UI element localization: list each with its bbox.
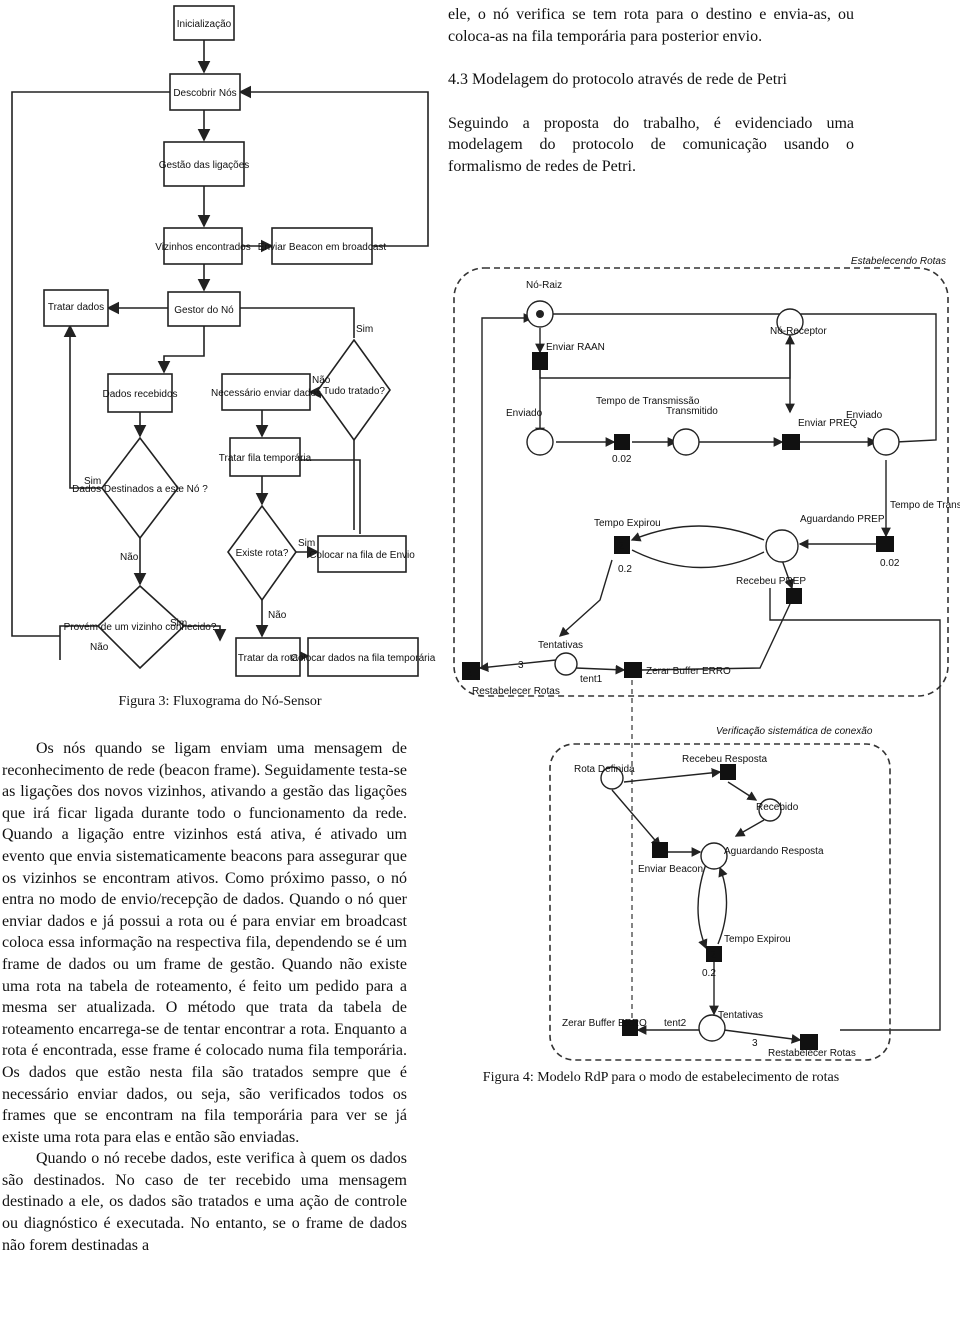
node-tratar-fila: Tratar fila temporária	[219, 453, 312, 464]
label-weight: 2	[618, 541, 624, 552]
node-inicializacao: Inicialização	[177, 19, 232, 30]
node-colocar-fila: Colocar na fila de Envio	[309, 550, 415, 561]
paragraph: Seguindo a proposta do trabalho, é evide…	[448, 114, 854, 175]
label-delay: 0.02	[880, 558, 900, 569]
label-nao: Não	[90, 642, 109, 653]
label-tentativas: Tentativas	[718, 1010, 763, 1021]
label-delay: 0.02	[612, 454, 632, 465]
paragraph: ele, o nó verifica se tem rota para o de…	[448, 6, 854, 45]
label-recebeu-prep: Recebeu PREP	[736, 576, 806, 587]
label-weight: 3	[518, 660, 524, 671]
figure3-flowchart: Inicialização Descobrir Nós Gestão das l…	[11, 5, 436, 677]
figure4-caption: Figura 4: Modelo RdP para o modo de esta…	[482, 1070, 840, 1085]
node-vizinhos: Vizinhos encontrados	[155, 242, 250, 253]
petri-top-title: Estabelecendo Rotas	[851, 256, 946, 267]
paragraph: Quando o nó recebe dados, este verifica …	[2, 1150, 407, 1254]
label-tempo-expirou: Tempo Expirou	[594, 518, 661, 529]
figure3-caption: Figura 3: Fluxograma do Nó-Sensor	[118, 694, 322, 709]
node-destinados: Dados Destinados a este Nó ?	[72, 484, 208, 495]
node-gestao: Gestão das ligações	[159, 160, 250, 171]
section-heading: 4.3 Modelagem do protocolo através de re…	[448, 71, 787, 89]
node-beacon: Enviar Beacon em broadcast	[258, 242, 387, 253]
label-tempo-transmissao: Tempo de Transmissão	[890, 500, 960, 511]
label-recebido: Recebido	[756, 802, 799, 813]
label-aguardando-prep: Aguardando PREP	[800, 514, 885, 525]
label-aguardando-resposta: Aguardando Resposta	[724, 846, 824, 857]
label-weight: 2	[710, 950, 716, 961]
label-tent2: tent2	[664, 1018, 687, 1029]
paragraph: Os nós quando se ligam enviam uma mensag…	[2, 740, 407, 1146]
label-enviado: Enviado	[506, 408, 543, 419]
label-no-receptor: Nó-Receptor	[770, 326, 827, 337]
label-timeout: 0.2	[702, 968, 716, 979]
node-tratar-dados: Tratar dados	[48, 302, 104, 313]
label-sim: Sim	[356, 324, 373, 335]
label-enviado: Enviado	[846, 410, 883, 421]
label-tent1: tent1	[580, 674, 603, 685]
label-nao: Não	[312, 375, 331, 386]
right-column-text: ele, o nó verifica se tem rota para o de…	[448, 4, 854, 178]
node-necessario: Necessário enviar dados	[211, 388, 321, 399]
label-zerar-buffer: Zerar Buffer ERRO	[646, 666, 731, 677]
label-nao: Não	[268, 610, 287, 621]
label-timeout: 0.2	[618, 564, 632, 575]
label-no-raiz: Nó-Raiz	[526, 280, 562, 291]
node-descobrir: Descobrir Nós	[173, 88, 236, 99]
node-tudo-tratado: Tudo tratado?	[323, 386, 385, 397]
label-tempo-expirou: Tempo Expirou	[724, 934, 791, 945]
label-enviar-preq: Enviar PREQ	[798, 418, 858, 429]
label-nao: Não	[120, 552, 139, 563]
label-rota-definida: Rota Definida	[574, 764, 635, 775]
node-colocar-dados: Colocar dados na fila temporária	[291, 653, 436, 664]
label-weight: 3	[752, 1038, 758, 1049]
label-sim: Sim	[298, 538, 315, 549]
node-tratar-rota: Tratar da rota	[238, 653, 299, 664]
label-weight: 2	[466, 668, 472, 679]
label-zerar-buffer: Zerar Buffer ERRO	[562, 1018, 647, 1029]
node-existe-rota: Existe rota?	[236, 548, 289, 559]
label-tentativas: Tentativas	[538, 640, 583, 651]
figure4-petri-net: Estabelecendo Rotas	[453, 256, 960, 1061]
petri-bottom-title: Verificação sistemática de conexão	[716, 726, 873, 737]
node-dados-recebidos: Dados recebidos	[102, 389, 177, 400]
label-tempo-transmissao: Tempo de Transmissão	[596, 396, 700, 407]
node-gestor: Gestor do Nó	[174, 305, 234, 316]
label-restabelecer: Restabelecer Rotas	[768, 1048, 856, 1059]
label-enviar-beacon: Enviar Beacon	[638, 864, 703, 875]
left-column-text: Os nós quando se ligam enviam uma mensag…	[2, 738, 407, 1256]
label-enviar-raan: Enviar RAAN	[546, 342, 605, 353]
label-restabelecer: Restabelecer Rotas	[472, 686, 560, 697]
label-sim: Sim	[170, 618, 187, 629]
label-transmitido: Transmitido	[666, 406, 718, 417]
label-recebeu-resposta: Recebeu Resposta	[682, 754, 767, 765]
node-provem: Provém de um vizinho conhecido?	[64, 622, 217, 633]
label-sim: Sim	[84, 476, 101, 487]
